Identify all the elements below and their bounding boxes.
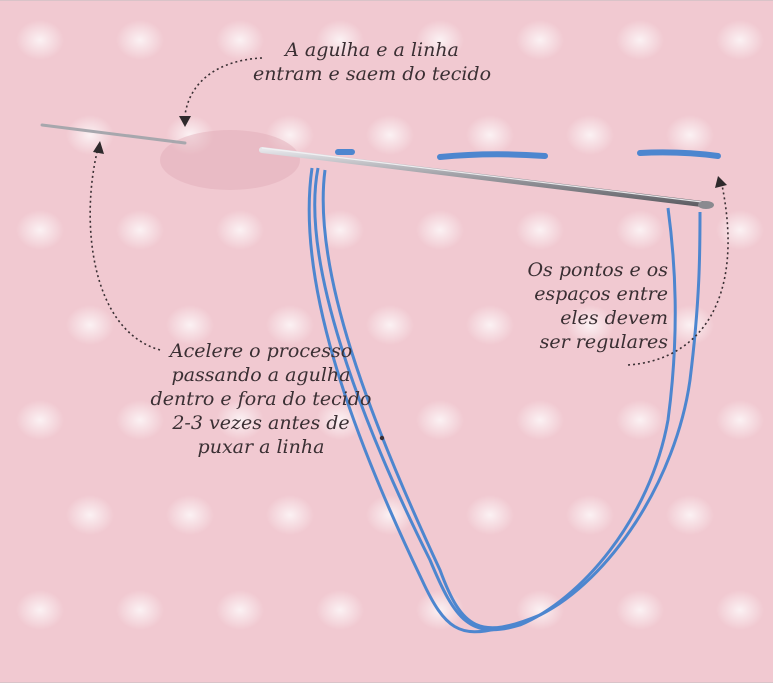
fabric-dot (466, 115, 514, 155)
fabric-dot (416, 400, 464, 440)
fabric-dot (16, 400, 64, 440)
fabric-dot (66, 305, 114, 345)
fabric-dot (216, 590, 264, 630)
fabric-dot (666, 495, 714, 535)
fabric-dot (166, 495, 214, 535)
annotation-top: A agulha e a linha entram e saem do teci… (232, 38, 512, 86)
fabric-dot (716, 20, 764, 60)
top-border (0, 0, 773, 1)
fabric-dot (716, 210, 764, 250)
fabric-dot (116, 210, 164, 250)
fabric-dot (266, 495, 314, 535)
fabric-dot (366, 115, 414, 155)
fabric-dot (416, 210, 464, 250)
annotation-right: Os pontos e os espaços entre eles devem … (476, 258, 668, 354)
fabric-dot (66, 495, 114, 535)
fabric-dot (16, 20, 64, 60)
fabric-dot (516, 210, 564, 250)
fabric-dot (616, 400, 664, 440)
fabric-dot (16, 590, 64, 630)
fabric-dot (116, 20, 164, 60)
fabric-dot (566, 495, 614, 535)
fabric-dot (716, 590, 764, 630)
fabric-dot (516, 20, 564, 60)
fabric-dot (216, 210, 264, 250)
fabric-dot (566, 115, 614, 155)
fabric-dot (516, 400, 564, 440)
fabric-dot (66, 115, 114, 155)
annotation-left: Acelere o processo passando a agulha den… (130, 339, 392, 459)
fabric-dot (16, 210, 64, 250)
fabric-dot (616, 590, 664, 630)
fabric-dot (616, 20, 664, 60)
fabric-dot (316, 590, 364, 630)
fabric-dot (116, 590, 164, 630)
fabric-dot (466, 495, 514, 535)
fabric-dot (666, 115, 714, 155)
fabric-dot (716, 400, 764, 440)
fabric-dot (616, 210, 664, 250)
